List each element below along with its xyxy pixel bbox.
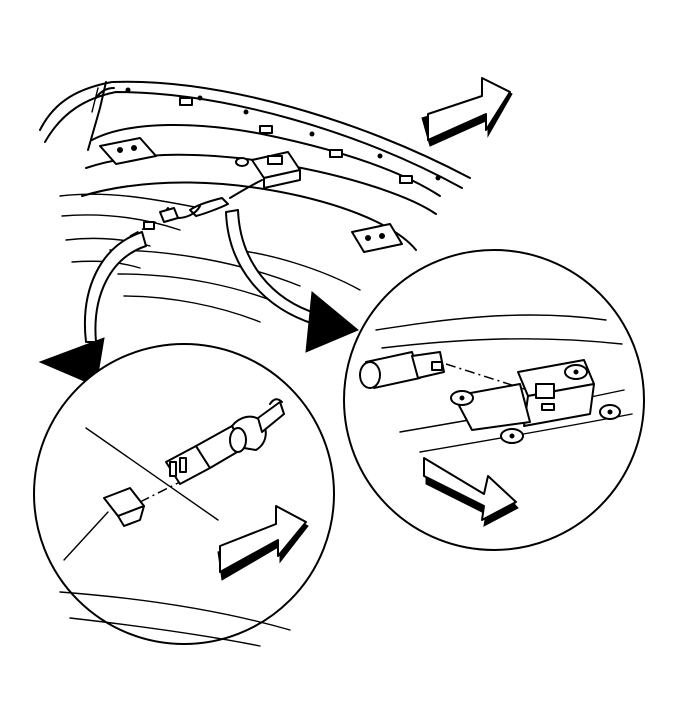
mounting-nut (450, 390, 474, 406)
callout-arrow-left (38, 231, 147, 387)
mounting-nut (564, 364, 588, 380)
clip-slot (399, 175, 413, 184)
harness-connector (189, 197, 229, 217)
clip-slot (179, 97, 193, 106)
clip-slot (259, 125, 273, 134)
mounting-pad (351, 223, 403, 253)
mounting-nut (500, 428, 524, 444)
switch-connector-detail (33, 343, 335, 647)
clip-slot (329, 149, 343, 158)
rear-direction-arrow (421, 77, 513, 147)
callout-arrow-right (225, 209, 359, 353)
detail-left-direction-arrow (217, 505, 309, 581)
mounting-pad (99, 137, 157, 165)
module-connector-detail (343, 249, 645, 551)
mounting-nut (599, 404, 621, 420)
control-module (235, 151, 301, 189)
detail-right-direction-arrow (423, 457, 519, 527)
